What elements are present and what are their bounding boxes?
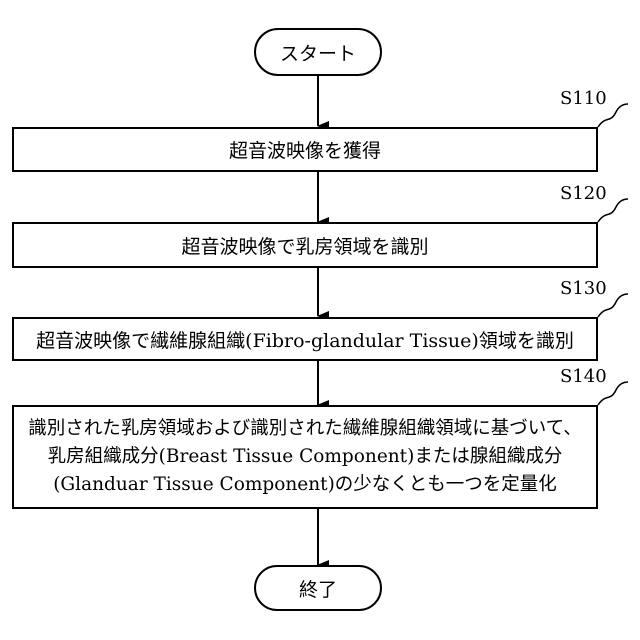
end-terminal: 終了: [254, 565, 382, 611]
step-s130-text: 超音波映像で繊維腺組織(Fibro-glandular Tissue)領域を識別: [36, 326, 574, 353]
start-label: スタート: [280, 39, 356, 66]
step-id-s140: S140: [560, 366, 607, 387]
step-s130: 超音波映像で繊維腺組織(Fibro-glandular Tissue)領域を識別: [12, 317, 598, 361]
step-s110-text: 超音波映像を獲得: [229, 136, 381, 163]
step-s140-line-2: 乳房組織成分(Breast Tissue Component)または腺組織成分: [48, 443, 563, 471]
step-s140: 識別された乳房領域および識別された繊維腺組織領域に基づいて、 乳房組織成分(Br…: [12, 405, 598, 509]
end-label: 終了: [299, 575, 337, 602]
start-terminal: スタート: [254, 28, 382, 76]
step-s120: 超音波映像で乳房領域を識別: [12, 222, 598, 268]
step-s110: 超音波映像を獲得: [12, 127, 598, 172]
step-s140-line-3: (Glanduar Tissue Component)の少なくとも一つを定量化: [53, 471, 557, 499]
step-id-s130: S130: [560, 278, 607, 299]
step-id-s120: S120: [560, 183, 607, 204]
step-id-s110: S110: [560, 88, 607, 109]
step-s140-line-1: 識別された乳房領域および識別された繊維腺組織領域に基づいて、: [28, 415, 582, 443]
step-s120-text: 超音波映像で乳房領域を識別: [181, 232, 428, 259]
